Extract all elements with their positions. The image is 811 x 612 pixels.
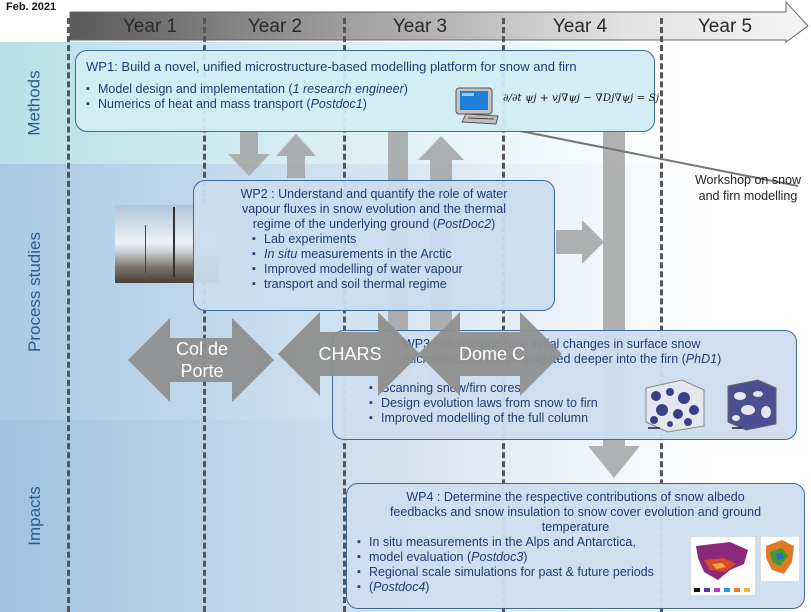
year-divider-2: [203, 18, 206, 612]
arrow-right-wp2: [556, 220, 604, 264]
wp2-box: WP2 : Understand and quantify the role o…: [193, 180, 555, 311]
wp1-title: WP1: Build a novel, unified microstructu…: [86, 59, 577, 74]
wp1-equation: ∂/∂t ψj + vj∇ψj − ∇Dj∇ψj = Sj: [503, 92, 660, 104]
chars-arrow: [278, 312, 420, 396]
arrow-up-wp2-wp1: [276, 134, 316, 178]
wp3-item: Scanning snow/firn cores: [369, 381, 786, 396]
wp4-item-after: ): [523, 550, 528, 564]
wp4-item-text: (: [369, 580, 374, 594]
wp2-list: Lab experiments In situ measurements in …: [252, 232, 544, 292]
col-de-porte-arrow: [128, 318, 274, 402]
year-1-label: Year 1: [122, 16, 178, 37]
wp1-item: Model design and implementation (1 resea…: [86, 82, 644, 97]
site-dome-c: Dome C: [450, 332, 534, 376]
wp4-item: model evaluation (Postdoc3): [357, 550, 697, 565]
site-chars: CHARS: [310, 332, 390, 376]
wp2-line3: regime of the underlying ground (PostDoc…: [204, 217, 544, 232]
wp4-item-text: model evaluation (: [369, 550, 472, 564]
wp4-heading: WP4 : Determine the respective contribut…: [357, 490, 794, 535]
year-divider-4: [502, 18, 505, 612]
wp4-item-text: In situ measurements in the Alps and Ant…: [369, 535, 636, 549]
wp2-line3-post: ): [491, 217, 496, 231]
timeline-date: Feb. 2021: [6, 1, 57, 13]
year-4-label: Year 4: [552, 16, 608, 37]
wp4-line3: temperature: [541, 520, 610, 534]
wp1-item-text: Numerics of heat and mass transport (: [98, 97, 311, 111]
wp2-item: Improved modelling of water vapour: [252, 262, 544, 277]
wp1-item-after: ): [362, 97, 367, 111]
year-divider-3: [343, 18, 346, 612]
workshop-line2: and firn modelling: [698, 189, 798, 203]
wp4-item-em: Postdoc3: [471, 550, 524, 564]
wp1-item-em: Postdoc1: [310, 97, 363, 111]
wp3-item: Improved modelling of the full column: [369, 411, 786, 426]
photo-pole: [173, 207, 175, 277]
computer-icon: [455, 87, 499, 125]
wp1-item-text: Model design and implementation (: [98, 82, 293, 96]
wp4-item: In situ measurements in the Alps and Ant…: [357, 535, 697, 550]
year-divider-1: [67, 18, 70, 612]
dome-c-label: Dome C: [458, 344, 525, 364]
wp2-item: In situ measurements in the Arctic: [252, 247, 544, 262]
year-5-label: Year 5: [697, 16, 753, 37]
wp2-item-text: transport and soil thermal regime: [264, 277, 447, 291]
europe-map: [760, 536, 800, 582]
site-col-de-porte: Col de Porte: [158, 336, 246, 384]
col-de-porte-label: Col de Porte: [175, 339, 229, 381]
year-3-label: Year 3: [392, 16, 448, 37]
wp2-item-text: Improved modelling of water vapour: [264, 262, 463, 276]
wp4-line1: WP4 : Determine the respective contribut…: [406, 490, 745, 504]
workshop-line1: Workshop on snow: [694, 173, 802, 187]
wp2-line3-pre: regime of the underlying ground (: [252, 217, 437, 231]
year-2-label: Year 2: [247, 16, 303, 37]
wp3-line2-post: ): [717, 352, 722, 366]
arrow-down-wp1-wp2: [228, 132, 270, 176]
wp2-item-em: In situ: [264, 247, 298, 261]
wp1-box: WP1: Build a novel, unified microstructu…: [75, 50, 655, 132]
wp2-item: Lab experiments: [252, 232, 544, 247]
dome-c-arrow: [418, 312, 562, 396]
wp4-item-after: ): [425, 580, 430, 594]
wp2-item-text: Lab experiments: [264, 232, 357, 246]
wp3-line2-em: PhD1: [685, 352, 718, 366]
wp1-item: Numerics of heat and mass transport (Pos…: [86, 97, 644, 112]
wp4-item-em: Postdoc4: [373, 580, 426, 594]
wp2-line1: WP2 : Understand and quantify the role o…: [240, 187, 508, 201]
wp2-line3-em: PostDoc2: [436, 217, 492, 231]
chars-label: CHARS: [318, 344, 382, 364]
wp2-line2: vapour fluxes in snow evolution and the …: [241, 202, 507, 216]
wp3-item: Design evolution laws from snow to firn: [369, 396, 786, 411]
wp3-list: Scanning snow/firn cores Design evolutio…: [369, 381, 786, 426]
wp1-item-after: ): [403, 82, 408, 96]
snow-microstructure-3d: [645, 379, 705, 433]
wp2-item-text: measurements in the Arctic: [297, 247, 452, 261]
north-america-map: [690, 536, 756, 596]
wp2-item: transport and soil thermal regime: [252, 277, 544, 292]
wp4-item: (Postdoc4): [357, 580, 697, 595]
wp4-list: In situ measurements in the Alps and Ant…: [357, 535, 697, 595]
year-divider-5: [660, 18, 663, 612]
wp4-line2: feedbacks and snow insulation to snow co…: [389, 505, 762, 519]
arrow-down-year4: [588, 132, 640, 478]
workshop-pointer: [494, 125, 799, 187]
firn-microstructure-3d: [727, 379, 777, 431]
timeline-arrow: [69, 0, 809, 43]
wp4-item: Regional scale simulations for past & fu…: [357, 565, 697, 580]
workshop-label: Workshop on snow and firn modelling: [688, 172, 808, 204]
wp1-item-em: 1 research engineer: [292, 82, 404, 96]
photo-pole: [145, 225, 146, 273]
wp1-list: Model design and implementation (1 resea…: [86, 82, 644, 112]
wp4-item-text: Regional scale simulations for past & fu…: [369, 565, 654, 579]
